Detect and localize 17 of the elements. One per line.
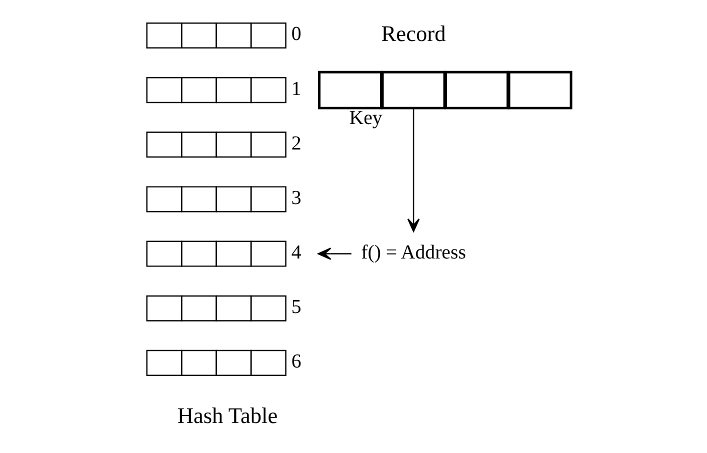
node-label: 4 (290, 242, 301, 264)
node-box (318, 70, 382, 110)
arrow (406, 108, 420, 232)
node-label: 3 (290, 186, 301, 209)
node-box (444, 70, 509, 110)
node-label: 0 (290, 23, 301, 46)
node-label: 6 (290, 350, 301, 373)
node-label: 1 (290, 78, 301, 100)
node-label: Key (348, 106, 382, 129)
arrow (317, 248, 351, 260)
node-box (507, 70, 572, 110)
node-text: f() = Address (360, 242, 466, 264)
node-label: 5 (290, 296, 301, 318)
label: Hash Table (176, 402, 278, 428)
label: Record (380, 20, 446, 46)
node-box (380, 70, 446, 110)
node-label: 2 (290, 132, 301, 154)
